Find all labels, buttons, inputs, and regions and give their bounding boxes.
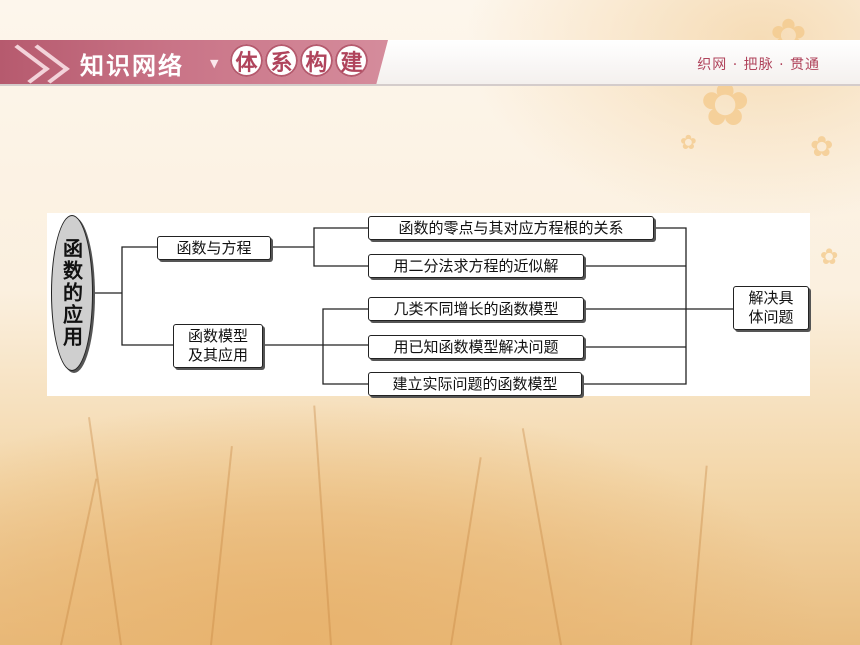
leaf-label: 函数的零点与其对应方程根的关系 [398, 218, 624, 237]
connector-branch2 [263, 308, 368, 385]
leaf-label: 用已知函数模型解决问题 [393, 337, 559, 356]
result-node: 解决具 体问题 [733, 286, 809, 330]
branch-node-equation: 函数与方程 [157, 236, 271, 260]
flower-decoration: ✿ [820, 245, 839, 270]
badge-char: 建 [335, 44, 368, 77]
connector-result [582, 227, 733, 385]
badge-char: 体 [230, 44, 263, 77]
banner-label-area: 知识网络 ▼ 体 系 构 建 [0, 40, 388, 84]
leaf-label: 用二分法求方程的近似解 [393, 256, 559, 275]
leaf-node: 用已知函数模型解决问题 [368, 335, 584, 359]
result-label: 体问题 [748, 308, 794, 326]
branch-node-model: 函数模型 及其应用 [173, 324, 263, 368]
leaf-node: 建立实际问题的函数模型 [368, 372, 582, 396]
section-banner: 知识网络 ▼ 体 系 构 建 织网 · 把脉 · 贯通 [0, 40, 860, 86]
result-label: 解决具 [748, 289, 794, 308]
banner-subtitle: 织网 · 把脉 · 贯通 [697, 57, 820, 73]
leaf-label: 几类不同增长的函数模型 [393, 299, 559, 318]
badge-char: 系 [265, 44, 298, 77]
connector-root [93, 246, 173, 346]
root-node: 函数的应用 [51, 215, 93, 371]
leaf-label: 建立实际问题的函数模型 [392, 374, 558, 393]
banner-badges: 体 系 构 建 [230, 44, 368, 77]
branch-label: 函数与方程 [176, 238, 252, 257]
triangle-bullet-icon: ▼ [210, 57, 219, 70]
flower-decoration: ✿ [680, 130, 697, 154]
root-label: 函数的应用 [59, 238, 84, 348]
leaf-node: 几类不同增长的函数模型 [368, 297, 584, 321]
branch-label: 函数模型 [187, 327, 248, 346]
leaf-node: 函数的零点与其对应方程根的关系 [368, 216, 654, 240]
banner-title: 知识网络 [80, 52, 184, 80]
connector-branch1 [271, 227, 368, 267]
badge-char: 构 [300, 44, 333, 77]
branch-label: 及其应用 [187, 346, 248, 364]
leaf-node: 用二分法求方程的近似解 [368, 254, 584, 278]
flower-decoration: ✿ [810, 130, 834, 163]
